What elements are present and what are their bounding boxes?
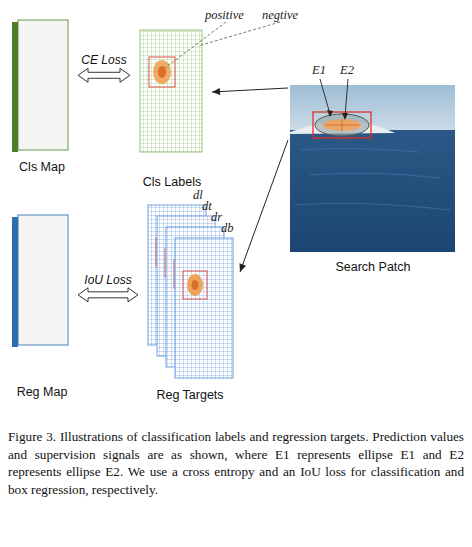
feature-map	[18, 215, 68, 345]
pointer-head	[327, 110, 333, 117]
target-region	[187, 274, 203, 296]
feature-map-edge	[12, 22, 18, 152]
arrow-line	[212, 88, 288, 92]
ellipse-e2	[323, 119, 361, 131]
connector	[78, 68, 130, 82]
ellipse-label: E2	[340, 63, 354, 77]
edge-label: CE Loss	[81, 53, 126, 67]
distance-label: dl	[193, 188, 203, 202]
double-arrow	[78, 288, 138, 302]
ellipse-label: E1	[312, 63, 326, 77]
edge-label: IoU Loss	[84, 273, 131, 287]
pointer	[345, 79, 348, 117]
image-node: Search Patch	[288, 83, 458, 275]
positive-region	[153, 60, 171, 84]
pointer-head	[342, 113, 348, 120]
bbox	[313, 112, 371, 138]
node-label: Reg Targets	[120, 388, 260, 403]
node-label: Search Patch	[268, 260, 472, 275]
node-label: Cls Map	[0, 160, 96, 175]
sky	[290, 85, 455, 130]
target-grid	[175, 238, 233, 378]
node-label: Reg Map	[0, 385, 96, 400]
leader-line	[165, 22, 226, 68]
target-core	[192, 280, 199, 290]
distance-label: dr	[211, 210, 222, 224]
arrow-head	[239, 263, 246, 272]
feature-map-edge	[12, 217, 18, 347]
bbox	[149, 57, 175, 87]
feature-map	[18, 20, 68, 150]
ripples	[295, 148, 450, 210]
axes	[325, 119, 359, 131]
sea	[290, 130, 455, 252]
distance-label: dt	[202, 199, 212, 213]
node-label: Cls Labels	[112, 175, 232, 190]
positive-core	[158, 66, 166, 78]
arrow-line	[240, 140, 288, 272]
connector	[239, 140, 288, 272]
label-grid-node: Cls Labels	[132, 25, 212, 190]
arrow-head	[212, 88, 220, 95]
label-grid	[140, 30, 202, 152]
bbox	[183, 271, 207, 299]
connector	[212, 88, 288, 95]
label-grid-cells	[140, 30, 202, 152]
target-grid-cells	[175, 238, 233, 378]
figure-caption: Figure 3. Illustrations of classificatio…	[8, 428, 464, 498]
annotation: positive	[205, 8, 244, 22]
pointer	[320, 79, 330, 114]
feature-map-node: Reg Map	[8, 212, 76, 400]
feature-map-node: Cls Map	[8, 18, 76, 175]
distance-label: db	[221, 221, 234, 235]
annotation: negtive	[262, 8, 298, 22]
connector	[78, 288, 138, 302]
leader-line	[198, 22, 280, 46]
ellipse-e1	[315, 114, 369, 136]
double-arrow	[78, 68, 130, 82]
